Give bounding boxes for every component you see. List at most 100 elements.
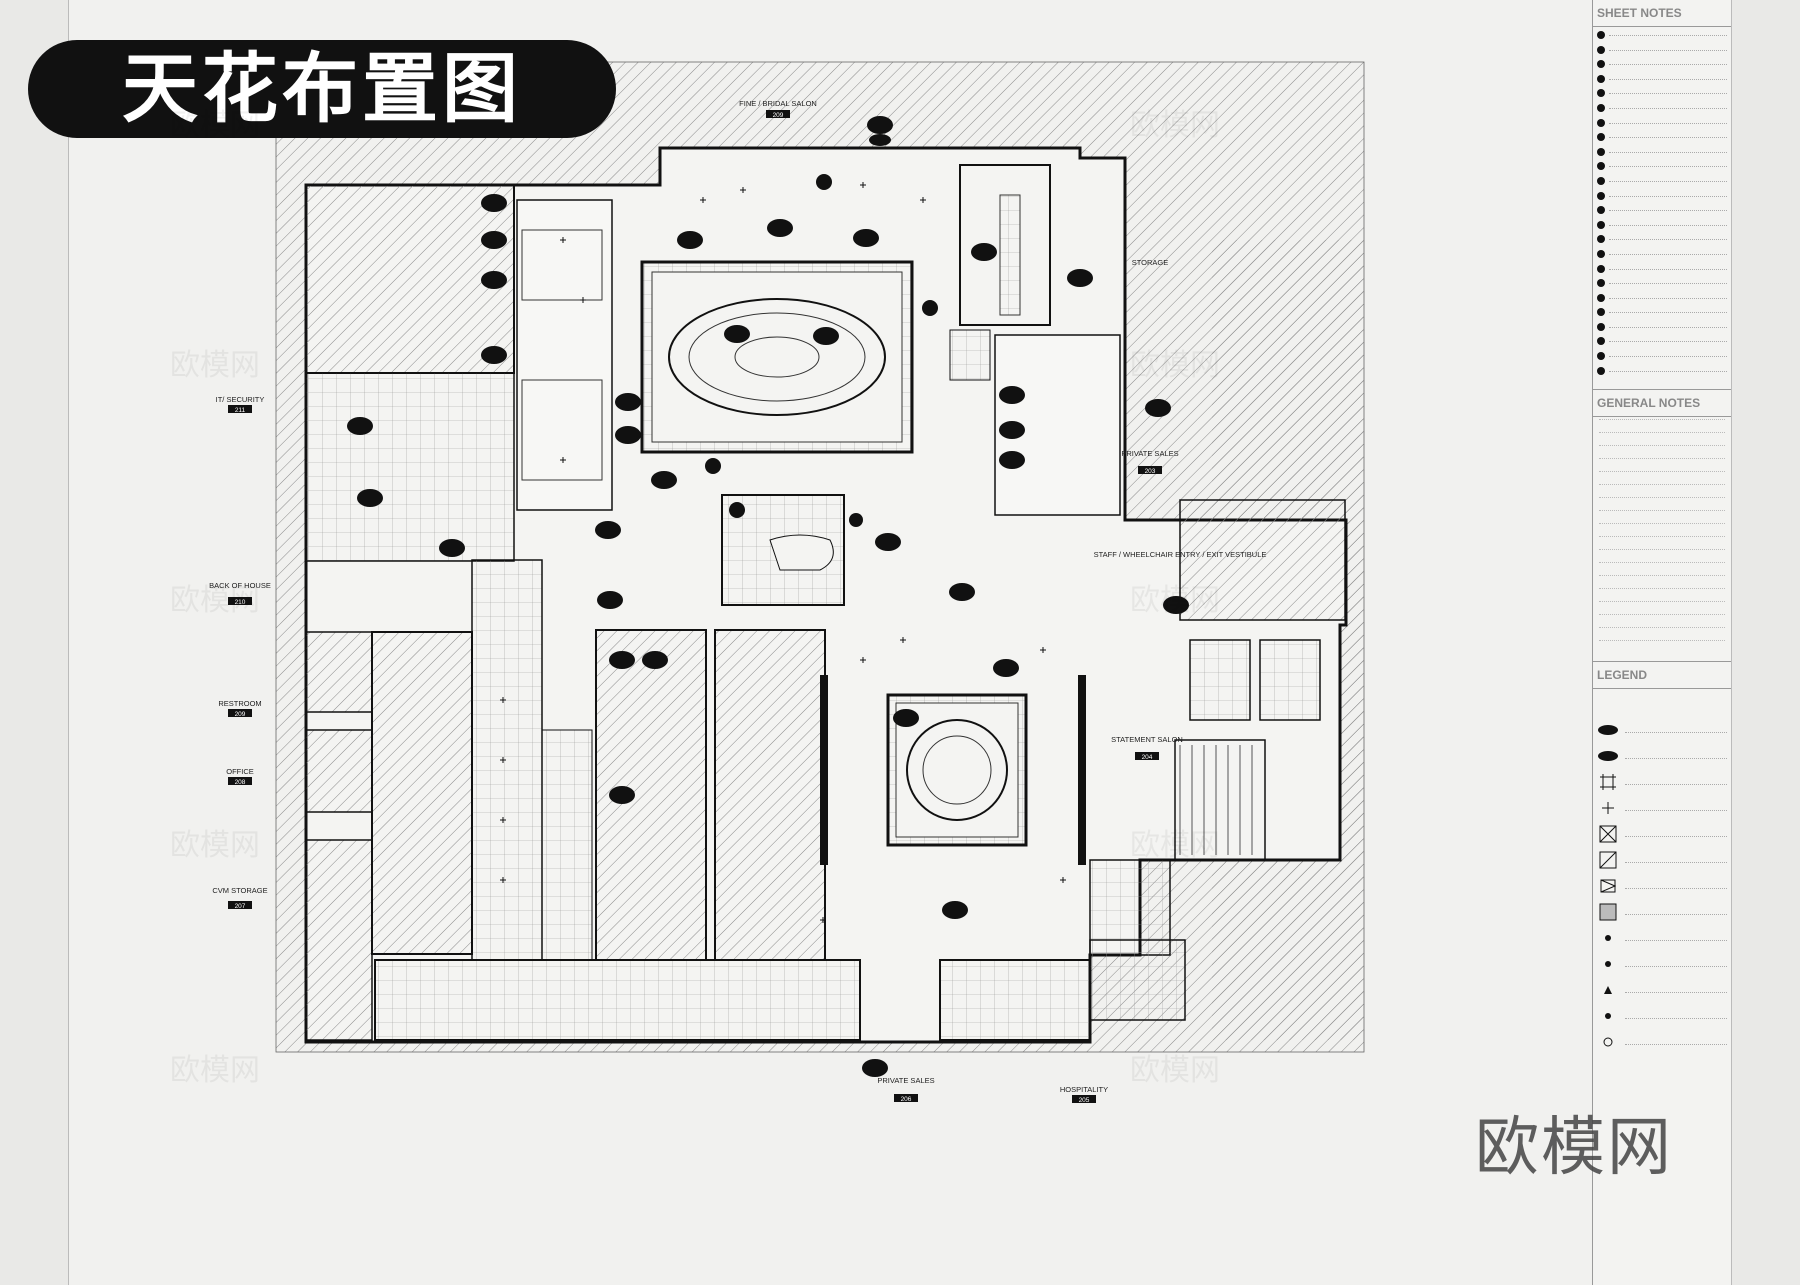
background-watermark: 欧模网 [170,108,260,143]
note-bullet-icon [1597,279,1605,288]
sheet-note-row [1597,335,1727,350]
access-panel-icon [1597,879,1619,893]
acoustic-grid-icon [1597,774,1619,791]
room-tag-cvm-storage: CVM STORAGE 207 [212,886,267,910]
svg-text:OFFICE: OFFICE [226,767,254,776]
sheet-note-row [1597,350,1727,365]
sheet-note-row [1597,160,1727,175]
sheet-note-row [1597,233,1727,248]
note-bullet-icon [1597,366,1605,375]
general-note-row [1599,536,1725,547]
general-note-row [1599,640,1725,651]
note-bullet-icon [1597,337,1605,346]
note-bullet-icon [1597,191,1605,200]
drawing-title: 天花布置图 [28,40,616,138]
svg-text:209: 209 [235,711,246,718]
room-tag-restroom: RESTROOM 209 [218,699,261,718]
legend-item [1597,847,1727,873]
sheet-note-row [1597,146,1727,161]
svg-text:HOSPITALITY: HOSPITALITY [1060,1085,1108,1094]
background-watermark: 欧模网 [170,828,260,863]
background-watermark: 欧模网 [170,348,260,383]
legend-item [1597,821,1727,847]
svg-text:203: 203 [1145,468,1156,475]
general-note-row [1599,601,1725,612]
note-bullet-icon [1597,45,1605,54]
svg-text:206: 206 [901,1096,912,1103]
legend-item [1597,1003,1727,1029]
room-tag-private-sales-206: PRIVATE SALES 206 [877,1076,934,1103]
wall-sconce-icon [1597,983,1619,997]
general-note-row [1599,471,1725,482]
sheet-note-row [1597,248,1727,263]
general-note-row [1599,484,1725,495]
legend-item [1597,769,1727,795]
svg-text:BACK OF HOUSE: BACK OF HOUSE [209,581,271,590]
svg-text:PRIVATE SALES: PRIVATE SALES [1121,449,1178,458]
room-tag-fine-bridal: FINE / BRIDAL SALON 209 [739,99,817,119]
general-note-row [1599,432,1725,443]
sheet-note-row [1597,117,1727,132]
svg-text:209: 209 [773,112,784,119]
speaker-icon [1597,1035,1619,1049]
sheet-note-row [1597,204,1727,219]
note-bullet-icon [1597,308,1605,317]
legend-item [1597,795,1727,821]
downlight-icon [1597,957,1619,971]
svg-text:PRIVATE SALES: PRIVATE SALES [877,1076,934,1085]
general-note-row [1599,588,1725,599]
general-note-row [1599,523,1725,534]
general-note-row [1599,445,1725,456]
sheet-note-row [1597,58,1727,73]
legend-item [1597,717,1727,743]
room-tag-private-sales-203: PRIVATE SALES 203 [1121,449,1178,475]
legend-item [1597,899,1727,925]
sheet-note-row [1597,292,1727,307]
note-bullet-icon [1597,235,1605,244]
note-bullet-icon [1597,249,1605,258]
return-grille-icon [1597,851,1619,869]
sheet-note-row [1597,44,1727,59]
note-bullet-icon [1597,60,1605,69]
note-bullet-icon [1597,206,1605,215]
general-note-row [1599,562,1725,573]
room-tag-it-security: IT/ SECURITY 211 [216,395,265,414]
legend-list [1593,689,1731,1055]
note-bullet-icon [1597,147,1605,156]
svg-text:STAFF / WHEELCHAIR ENTRY / EXI: STAFF / WHEELCHAIR ENTRY / EXIT VESTIBUL… [1094,550,1267,559]
note-bullet-icon [1597,133,1605,142]
downlight-icon [1597,1009,1619,1023]
note-bullet-icon [1597,74,1605,83]
room-tag-hospitality: HOSPITALITY 205 [1060,1085,1108,1104]
svg-text:IT/ SECURITY: IT/ SECURITY [216,395,265,404]
svg-text:210: 210 [235,599,246,606]
sheet-notes-list [1593,27,1731,381]
legend-item [1597,873,1727,899]
note-bullet-icon [1597,162,1605,171]
svg-text:207: 207 [235,903,246,910]
general-note-row [1599,549,1725,560]
general-note-row [1599,575,1725,586]
sheet-note-row [1597,175,1727,190]
background-watermark: 欧模网 [1130,828,1220,863]
svg-text:STATEMENT SALON: STATEMENT SALON [1111,735,1183,744]
sheet-note-row [1597,306,1727,321]
svg-text:204: 204 [1142,754,1153,761]
downlight-icon [1597,931,1619,945]
room-tag-back-of-house: BACK OF HOUSE 210 [209,581,271,606]
notes-panel: SHEET NOTES GENERAL NOTES LEGEND [1592,0,1731,1285]
legend-item [1597,925,1727,951]
background-watermark: 欧模网 [1130,108,1220,143]
svg-text:STORAGE: STORAGE [1132,258,1169,267]
note-bullet-icon [1597,220,1605,229]
ceiling-height-tag-icon [1597,723,1619,737]
general-note-row [1599,497,1725,508]
general-note-row [1599,419,1725,430]
general-notes-heading: GENERAL NOTES [1593,389,1731,418]
sheet-note-row [1597,365,1727,380]
sheet-notes-heading: SHEET NOTES [1593,0,1731,27]
general-note-row [1599,458,1725,469]
note-bullet-icon [1597,103,1605,112]
legend-item [1597,743,1727,769]
